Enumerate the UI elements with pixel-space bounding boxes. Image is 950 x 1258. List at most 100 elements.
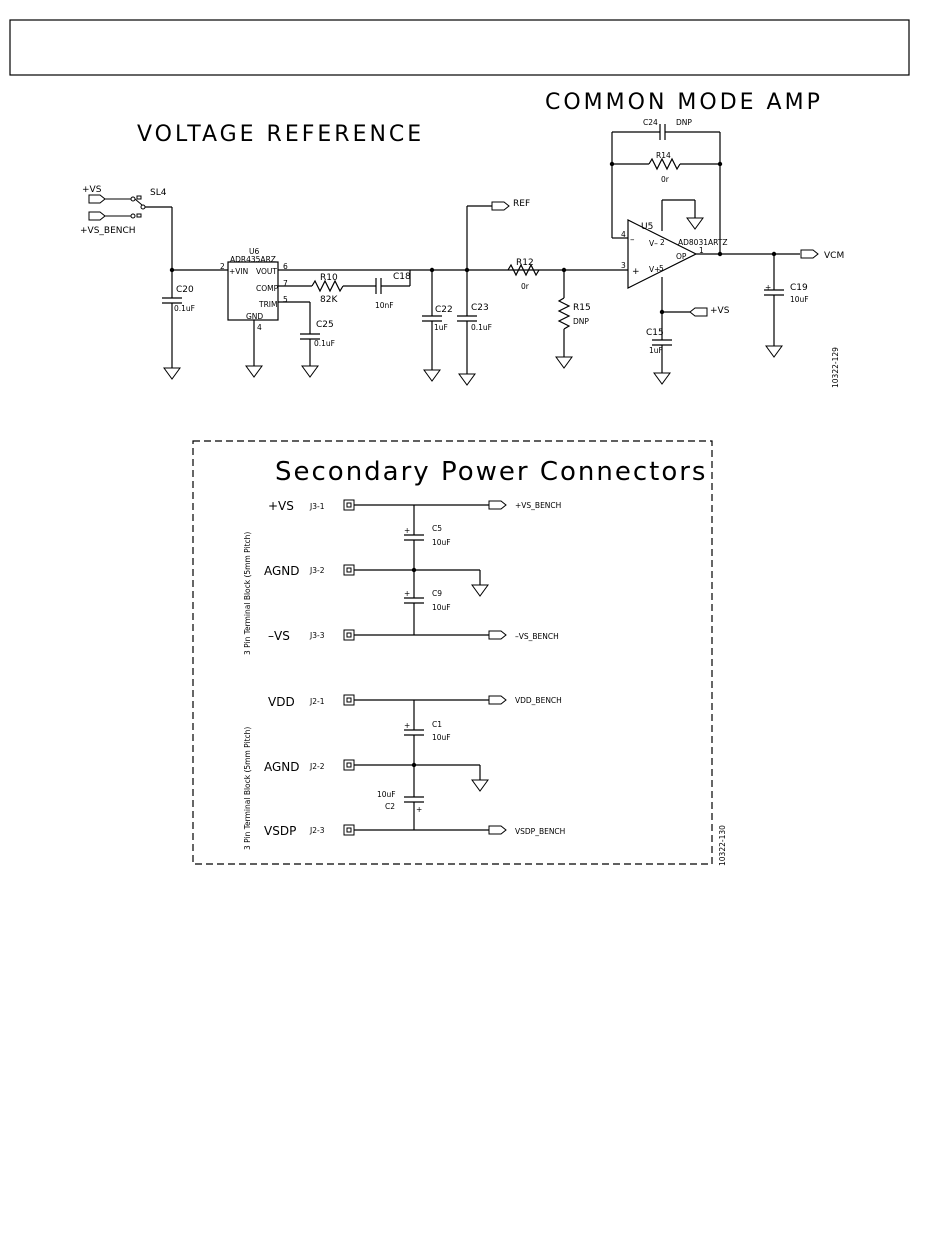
header-box (9, 19, 910, 76)
r14-resistor (648, 157, 681, 171)
u6-vin-pin: +VIN (229, 267, 248, 276)
vs-supply-label: +VS (710, 306, 730, 316)
vs-bench-net-label: +VS_BENCH (80, 226, 136, 236)
ground-symbol (686, 217, 704, 230)
c25-value: 0.1uF (314, 339, 335, 348)
vcm-flag (800, 249, 819, 259)
ground-symbol (471, 779, 489, 792)
j3-block-label: 3 Pin Terminal Block (5mm Pitch) (243, 532, 252, 655)
j2-connector-group: VDD J2-1 VDD_BENCH AGND J2-2 VSDP J2-3 V… (264, 694, 565, 838)
neg-vs-bench-label: –VS_BENCH (515, 632, 559, 641)
vs-bench-flag (88, 211, 136, 221)
r14-value: 0r (661, 175, 670, 184)
vs-bench-out-flag (488, 500, 507, 510)
u5-opamp (627, 219, 698, 289)
vs-flag (88, 194, 136, 204)
u6-pin5: 5 (283, 295, 288, 304)
vs-net-label: +VS (82, 185, 102, 195)
vs-bench-out-label: +VS_BENCH (515, 501, 561, 510)
u6-vout-pin: VOUT (256, 267, 277, 276)
u6-trim-pin: TRIM (258, 300, 277, 309)
c2-value: 10uF (377, 790, 396, 799)
u6-comp-pin: COMP (256, 284, 279, 293)
j3-2-name: AGND (264, 564, 300, 578)
u5-vminus: V– (649, 239, 658, 248)
u5-pin3: 3 (621, 261, 626, 270)
vs-supply-flag (689, 307, 708, 317)
r10-value: 82K (320, 295, 338, 305)
common-mode-amp-title: COMMON MODE AMP (545, 90, 823, 115)
voltage-reference-circuit: +VS +VS_BENCH SL4 C20 0.1uF (80, 185, 628, 386)
sl4-label: SL4 (150, 188, 167, 198)
r12-resistor (507, 263, 540, 277)
c18-value: 10nF (375, 301, 394, 310)
c24-value: DNP (676, 118, 692, 127)
c24-label: C24 (643, 118, 658, 127)
j3-3-pin: J3-3 (309, 631, 325, 640)
j2-2-pin: J2-2 (309, 762, 325, 771)
u6-part: ADR435ARZ (230, 255, 276, 264)
j2-3-pin: J2-3 (309, 826, 325, 835)
u5-pin5: 5 (659, 264, 664, 273)
u6-gnd-pin: GND (246, 312, 263, 321)
c19-plus: + (765, 283, 771, 292)
vdd-bench-flag (488, 695, 507, 705)
c15-value: 1uF (649, 346, 663, 355)
secondary-power-title: Secondary Power Connectors (275, 457, 707, 487)
c22-label: C22 (435, 305, 453, 315)
r12-value: 0r (521, 282, 530, 291)
ground-symbol (555, 356, 573, 369)
j3-1-name: +VS (268, 499, 294, 513)
c1-plus: + (404, 721, 410, 730)
j3-2-pin: J3-2 (309, 566, 325, 575)
c15-label: C15 (646, 328, 664, 338)
secondary-power-box (192, 440, 713, 865)
ground-symbol (653, 372, 671, 385)
j2-2-name: AGND (264, 760, 300, 774)
sl4-switch (134, 195, 172, 218)
figure-id-top: 10322-129 (831, 347, 840, 388)
j3-connector-group: +VS J3-1 +VS_BENCH AGND J3-2 –VS J3-3 –V… (264, 499, 561, 643)
ref-net-label: REF (513, 199, 530, 209)
c25-label: C25 (316, 320, 334, 330)
j3-1-pin: J3-1 (309, 502, 325, 511)
u5-minus: – (630, 235, 635, 245)
u6-pin6: 6 (283, 262, 288, 271)
c5-value: 10uF (432, 538, 451, 547)
c23-label: C23 (471, 303, 489, 313)
ground-symbol (458, 373, 476, 386)
c19-value: 10uF (790, 295, 809, 304)
r14-label: R14 (656, 151, 671, 160)
r10-resistor (311, 279, 344, 293)
j2-block-label: 3 Pin Terminal Block (5mm Pitch) (243, 727, 252, 850)
vdd-bench-label: VDD_BENCH (515, 696, 562, 705)
ref-flag (491, 201, 510, 211)
vsdp-bench-label: VSDP_BENCH (515, 827, 565, 836)
r15-value: DNP (573, 317, 589, 326)
r10-label: R10 (320, 273, 338, 283)
r15-resistor (557, 297, 571, 330)
c5-plus: + (404, 526, 410, 535)
j2-1-name: VDD (268, 695, 295, 709)
u5-pin2: 2 (660, 238, 665, 247)
u5-op: OP (676, 252, 687, 261)
neg-vs-bench-flag (488, 630, 507, 640)
c20-label: C20 (176, 285, 194, 295)
c9-label: C9 (432, 589, 442, 598)
j2-3-name: VSDP (264, 824, 296, 838)
ground-symbol (423, 369, 441, 382)
u5-pin4: 4 (621, 230, 626, 239)
vcm-net-label: VCM (824, 251, 844, 261)
common-mode-amp-circuit: U5 – + V– 2 V+ 5 OP AD8031ARTZ 4 3 1 C24… (609, 118, 844, 385)
ground-symbol (245, 365, 263, 378)
u6-ref: U6 (249, 247, 259, 256)
u5-part: AD8031ARTZ (678, 238, 728, 247)
u5-plus: + (632, 267, 640, 277)
ground-symbol (301, 365, 319, 378)
u5-pin1: 1 (699, 246, 704, 255)
voltage-reference-title: VOLTAGE REFERENCE (137, 122, 424, 147)
u5-vplus: V+ (649, 265, 660, 274)
c23-value: 0.1uF (471, 323, 492, 332)
